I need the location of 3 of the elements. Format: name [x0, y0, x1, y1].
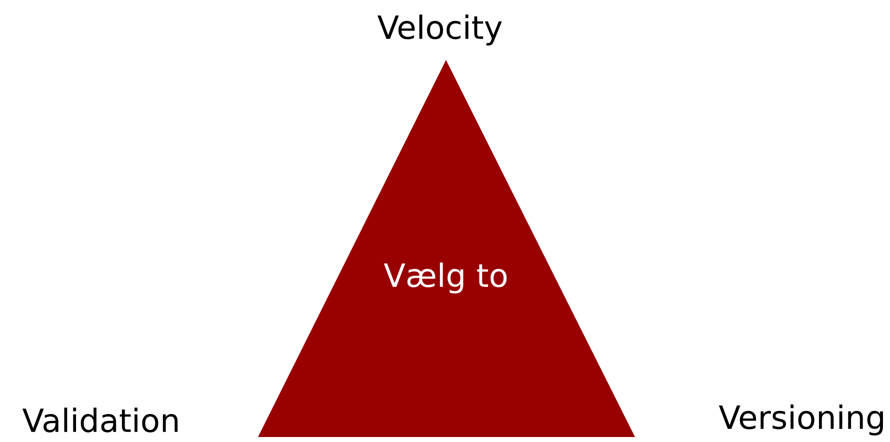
triangle: Vælg to — [258, 60, 635, 437]
corner-label: Validation — [22, 408, 178, 432]
corner-label: Versioning — [718, 404, 883, 436]
